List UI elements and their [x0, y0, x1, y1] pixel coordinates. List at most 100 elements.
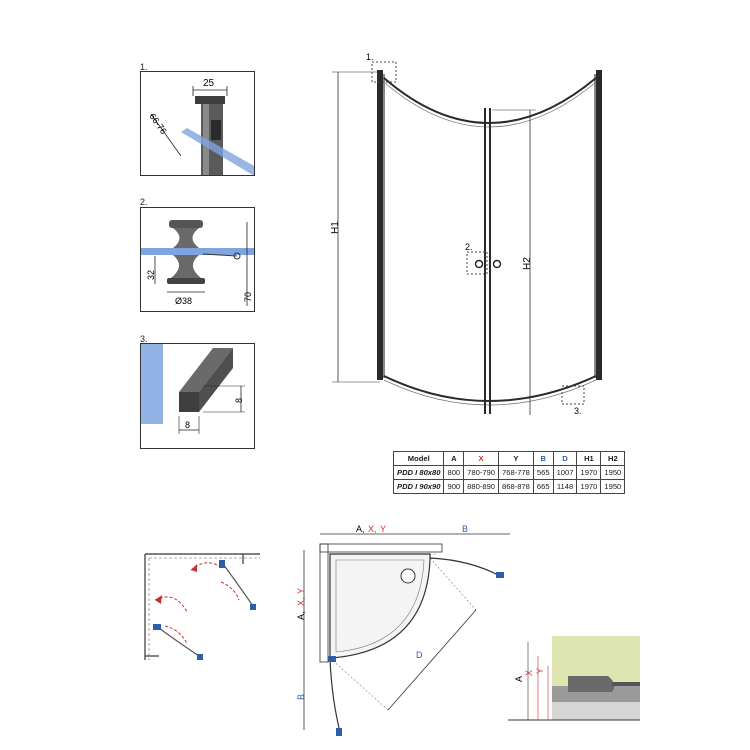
- cell-h1: 1970: [576, 479, 602, 494]
- door-swing-diagram: [144, 553, 260, 660]
- cell-x: 780-790: [463, 465, 500, 480]
- table-row: PDD I 90x90 900 880-890 868-878 665 1148…: [392, 479, 626, 494]
- handle-top: [250, 604, 256, 610]
- cell-model: PDD I 80x80: [392, 465, 445, 480]
- handle-right: [492, 259, 502, 269]
- header-d: D: [552, 451, 578, 466]
- plan-top-x: X,: [368, 524, 377, 534]
- cell-y: 868-878: [498, 479, 534, 494]
- plan-handle-right: [496, 572, 504, 578]
- handle-left: [474, 259, 484, 269]
- spec-table: Model A X Y B D H1 H2 PDD I 80x80 800 78…: [392, 451, 626, 494]
- dim-8-horizontal: 8: [185, 420, 190, 430]
- header-b: B: [532, 451, 554, 466]
- right-post: [596, 70, 602, 380]
- plan-diag-d: D: [416, 650, 423, 660]
- callout-1-box: [371, 61, 397, 83]
- detail-1-number: 1.: [140, 62, 148, 72]
- glass-edge: [181, 128, 254, 175]
- hinge-top: [219, 560, 225, 568]
- dim-line-66-76: [150, 113, 182, 157]
- plan-wall-left: [319, 543, 329, 663]
- detail-3-number: 3.: [140, 334, 148, 344]
- cell-b: 665: [532, 479, 554, 494]
- glass-pane: [141, 248, 254, 255]
- h2-label: H2: [522, 257, 533, 270]
- detail-1-box: 25 66-76: [140, 71, 255, 176]
- cell-a: 800: [443, 465, 465, 480]
- cell-d: 1007: [552, 465, 578, 480]
- knob-base: [171, 255, 201, 278]
- knob-foot: [167, 278, 205, 284]
- header-y: Y: [498, 451, 534, 466]
- front-elevation: H1 H2 1. 2. 3.: [330, 52, 602, 416]
- cell-model: PDD I 90x90: [392, 479, 445, 494]
- hinge-bottom: [153, 624, 161, 630]
- plan-side-b: B: [296, 694, 306, 700]
- plan-hinge: [328, 656, 336, 662]
- cell-h1: 1970: [576, 465, 602, 480]
- detail-3-drawing: 8 8: [141, 344, 245, 434]
- dim-70: 70: [243, 292, 253, 302]
- d-ext-1: [329, 657, 389, 711]
- cell-h2: 1950: [600, 465, 626, 480]
- cell-y: 768-778: [498, 465, 534, 480]
- dim-8-vertical: 8: [234, 398, 244, 403]
- seal-top: [179, 348, 233, 392]
- h1-label: H1: [330, 221, 341, 234]
- detail-2-drawing: 32 Ø38 70: [141, 220, 254, 306]
- handle-bottom: [197, 654, 203, 660]
- cell-h2: 1950: [600, 479, 626, 494]
- plan-side-y: Y: [296, 588, 306, 594]
- profile-highlight: [203, 100, 209, 175]
- dim-25: 25: [203, 78, 215, 89]
- seal-side: [199, 348, 233, 412]
- dim-66-76: 66-76: [147, 111, 168, 136]
- profile-section: A X Y: [508, 636, 640, 721]
- callout-1: 1.: [366, 52, 374, 62]
- table-header-row: Model A X Y B D H1 H2: [392, 451, 626, 466]
- dim-32: 32: [146, 270, 156, 280]
- shower-tray: [329, 553, 431, 659]
- profile-rail: [568, 676, 615, 692]
- seal-front: [179, 392, 199, 412]
- profile-a: A: [514, 676, 524, 682]
- swing-arrow-bottom-2: [164, 625, 188, 645]
- floor-slab: [552, 702, 640, 720]
- drain: [400, 568, 416, 584]
- profile-y: Y: [535, 668, 545, 674]
- header-h1: H1: [576, 451, 602, 466]
- swing-arrow-top-2: [220, 581, 240, 601]
- header-x: X: [463, 451, 500, 466]
- arrow-head: [191, 564, 197, 572]
- knob-top: [169, 220, 203, 228]
- profile-clip: [211, 120, 221, 140]
- glass-pane: [141, 344, 163, 424]
- tray-inner: [335, 559, 425, 653]
- header-a: A: [443, 451, 465, 466]
- knob-neck: [173, 228, 199, 248]
- door-top: [222, 563, 254, 607]
- detail-2-box: 32 Ø38 70: [140, 207, 255, 312]
- dim-38: Ø38: [175, 296, 192, 306]
- cell-d: 1148: [552, 479, 578, 494]
- cell-x: 880-890: [463, 479, 500, 494]
- profile-glass: [612, 682, 640, 686]
- detail-2-number: 2.: [140, 197, 148, 207]
- cell-a: 900: [443, 479, 465, 494]
- plan-view: A, X, Y B A, X, Y B D: [296, 524, 510, 736]
- plan-top-y: Y: [380, 524, 386, 534]
- callout-3: 3.: [574, 406, 582, 416]
- plan-side-x: X,: [296, 597, 306, 606]
- door-bottom: [158, 627, 200, 657]
- table-row: PDD I 80x80 800 780-790 768-778 565 1007…: [392, 465, 626, 480]
- fixing-link: [202, 253, 238, 257]
- d-dim-line: [387, 609, 477, 711]
- detail-3-box: 8 8: [140, 343, 255, 449]
- arrow-head: [155, 595, 162, 604]
- profile-x: X: [524, 670, 534, 676]
- plan-wall-top: [319, 543, 443, 553]
- callout-2: 2.: [465, 242, 473, 252]
- plan-door-right: [429, 557, 501, 577]
- plan-side-a: A,: [296, 611, 306, 620]
